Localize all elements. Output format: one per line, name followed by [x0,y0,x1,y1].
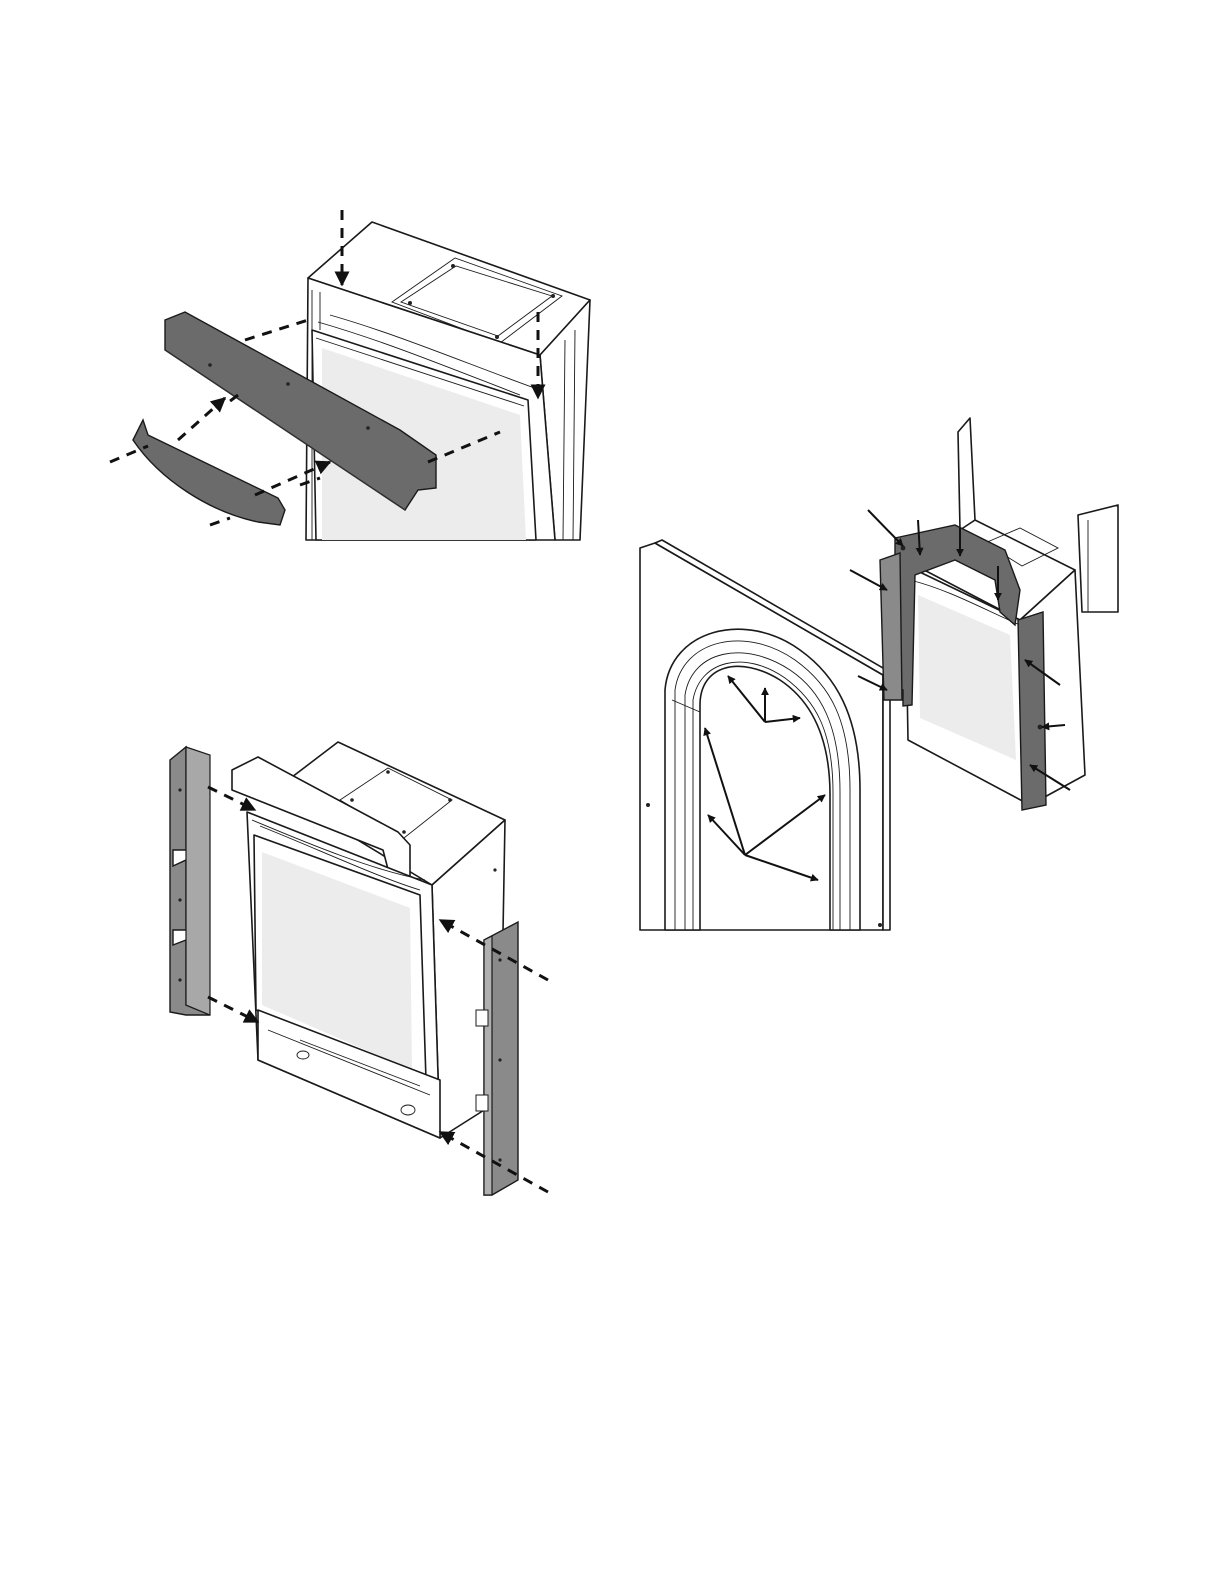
left-side-panel-3 [880,553,902,700]
top-trim-piece [133,420,285,525]
figure-upper-shroud-install [110,210,590,540]
heat-shield [1078,505,1118,612]
figure-side-panel-install [170,742,548,1195]
right-side-panel-3 [1018,612,1046,810]
figure-surround-install [640,418,1118,930]
vent-pipe [958,418,975,530]
